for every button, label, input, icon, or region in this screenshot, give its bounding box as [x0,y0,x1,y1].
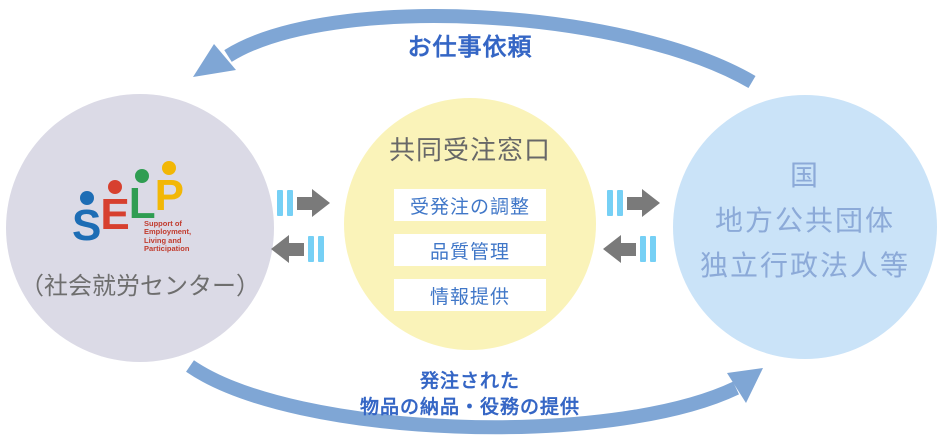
center-circle-joint-window: 共同受注窓口 受発注の調整 品質管理 情報提供 [344,98,596,350]
logo-figure-dot [135,169,150,183]
government-line-local: 地方公共団体 [714,205,895,236]
government-line-national: 国 [789,160,820,191]
flow-icon-center-to-right [607,189,660,217]
government-line-agency: 独立行政法人等 [699,250,910,281]
arrow-right-icon [297,189,330,217]
left-circle-label: （社会就労センター） [20,273,260,300]
bottom-flow-label-line2: 物品の納品・役務の提供 [359,397,580,418]
arrow-left-icon [271,235,304,263]
arrow-right-icon [627,189,660,217]
pause-bars-icon [607,190,623,216]
pause-bars-icon [277,190,293,216]
selp-letter-l: L [129,169,156,226]
function-box-order-coordination: 受発注の調整 [394,189,546,221]
selp-letter-s: S [72,191,101,248]
logo-figure-dot [108,180,123,194]
flow-icon-right-to-center [603,235,656,263]
left-circle-selp: S E L P Support of Employment, Living an… [6,94,274,362]
arrow-left-icon [603,235,636,263]
selp-tagline: Support of Employment, Living and Partic… [144,219,192,254]
function-list: 受発注の調整 品質管理 情報提供 [344,189,596,311]
pause-bars-icon [308,236,324,262]
right-circle-government: 国 地方公共団体 独立行政法人等 [673,95,937,359]
bottom-flow-label-line1: 発注された [419,371,520,392]
pause-bars-icon [640,236,656,262]
flow-icon-left-to-center [277,189,330,217]
center-circle-title: 共同受注窓口 [388,135,551,165]
bottom-flow-label: 発注された 物品の納品・役務の提供 [310,369,630,421]
selp-letter-p: P [155,161,184,218]
selp-logo: S E L P [72,156,184,248]
logo-figure-dot [162,161,177,175]
selp-letter-e: E [100,180,130,237]
logo-figure-dot [79,191,94,205]
flow-icon-center-to-left [271,235,324,263]
top-flow-label: お仕事依頼 [407,34,533,61]
function-box-information: 情報提供 [394,279,546,311]
government-lines: 国 地方公共団体 独立行政法人等 [673,153,937,288]
function-box-quality-control: 品質管理 [394,234,546,266]
